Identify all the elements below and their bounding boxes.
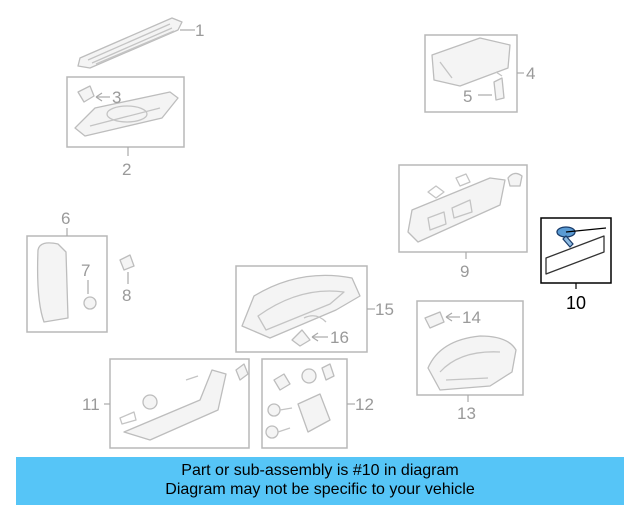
label-5: 5: [463, 87, 472, 106]
label-6: 6: [61, 209, 70, 228]
part-12-hardware-set[interactable]: [265, 363, 335, 439]
label-12: 12: [355, 395, 374, 414]
label-8: 8: [122, 286, 131, 305]
part-6-side-cover[interactable]: [36, 242, 69, 323]
part-1-vent-strip[interactable]: [77, 17, 195, 69]
part-16-clip[interactable]: [291, 329, 328, 347]
part-3-clip[interactable]: [77, 85, 110, 103]
part-4-storage-box[interactable]: [431, 37, 511, 87]
part-15-cluster-bezel[interactable]: [241, 274, 361, 339]
banner-line-1: Part or sub-assembly is #10 in diagram: [181, 462, 459, 479]
part-14-clip[interactable]: [424, 311, 460, 329]
banner-line-2: Diagram may not be specific to your vehi…: [165, 481, 475, 498]
part-9-center-panel[interactable]: [407, 172, 523, 243]
label-13: 13: [457, 404, 476, 423]
label-15: 15: [375, 300, 394, 319]
part-7-screw[interactable]: [83, 280, 97, 310]
label-11: 11: [82, 395, 100, 414]
part-2-trim-panel[interactable]: [74, 91, 179, 137]
label-10: 10: [566, 293, 586, 313]
label-7: 7: [81, 261, 90, 280]
label-1: 1: [195, 21, 204, 40]
info-banner: Part or sub-assembly is #10 in diagram D…: [16, 457, 624, 505]
label-3: 3: [112, 88, 121, 107]
label-4: 4: [526, 64, 535, 83]
part-13-instrument-hood[interactable]: [427, 335, 517, 391]
part-11-lower-panel[interactable]: [119, 363, 249, 441]
label-16: 16: [330, 328, 349, 347]
part-8-clip[interactable]: [119, 254, 135, 284]
label-2: 2: [122, 160, 131, 179]
label-9: 9: [460, 262, 469, 281]
label-14: 14: [462, 308, 481, 327]
part-5-latch[interactable]: [478, 77, 505, 101]
part-10-screw-and-strip[interactable]: [545, 226, 607, 275]
